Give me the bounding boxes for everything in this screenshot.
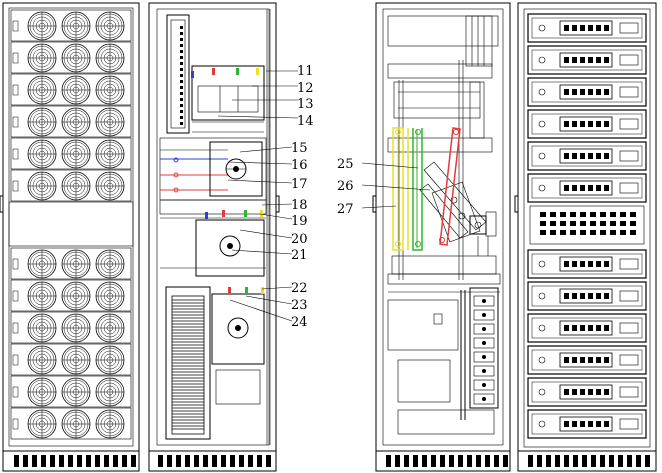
power-module bbox=[527, 45, 647, 75]
monitoring-panel bbox=[529, 205, 645, 245]
rear-plinth-vents bbox=[386, 455, 508, 467]
lower-vent-panel bbox=[165, 286, 211, 440]
callout-leaders-right bbox=[361, 162, 431, 209]
input-switch bbox=[209, 141, 263, 197]
rear-plinth bbox=[375, 450, 511, 472]
callout-27: 27 bbox=[337, 202, 354, 217]
terminal-screws bbox=[473, 295, 495, 405]
bypass-switch bbox=[195, 219, 265, 277]
power-module bbox=[527, 173, 647, 203]
power-module bbox=[527, 313, 647, 343]
internal-switch-cabinet bbox=[148, 2, 280, 472]
power-module bbox=[527, 345, 647, 375]
callout-12: 12 bbox=[297, 81, 314, 96]
lower-vent-hatch bbox=[171, 295, 205, 435]
callout-21: 21 bbox=[291, 248, 308, 263]
switch-plinth bbox=[148, 450, 277, 472]
power-module bbox=[527, 281, 647, 311]
front-plinth-vents bbox=[14, 455, 136, 467]
power-module bbox=[527, 109, 647, 139]
callout-19: 19 bbox=[291, 214, 308, 229]
callout-24: 24 bbox=[291, 315, 308, 330]
power-module bbox=[527, 249, 647, 279]
callout-14: 14 bbox=[297, 114, 314, 129]
callout-labels: 11 12 13 14 15 16 17 18 19 20 21 22 23 2… bbox=[291, 64, 354, 330]
callout-16: 16 bbox=[291, 158, 308, 173]
rear-busbar-cabinet bbox=[372, 2, 511, 472]
power-module bbox=[527, 377, 647, 407]
callout-17: 17 bbox=[291, 177, 308, 192]
fan-grid-bottom bbox=[10, 247, 132, 440]
output-switch bbox=[211, 293, 265, 365]
power-module bbox=[527, 409, 647, 439]
power-module-cabinet bbox=[514, 2, 657, 472]
front-plinth bbox=[2, 450, 140, 472]
module-plinth-vents bbox=[528, 455, 650, 467]
phase-busbars bbox=[392, 127, 461, 251]
callout-leaders-left bbox=[217, 70, 299, 322]
switch-plinth-vents bbox=[158, 455, 271, 467]
phase-markers-panel2 bbox=[173, 68, 264, 294]
power-module bbox=[527, 13, 647, 43]
callout-13: 13 bbox=[297, 97, 314, 112]
fan-grid-top bbox=[10, 9, 132, 202]
callout-25: 25 bbox=[337, 157, 354, 172]
monitoring-grille bbox=[540, 212, 636, 235]
callout-26: 26 bbox=[337, 179, 354, 194]
power-module bbox=[527, 77, 647, 107]
callout-20: 20 bbox=[291, 232, 308, 247]
callout-23: 23 bbox=[291, 298, 308, 313]
power-modules bbox=[527, 13, 647, 439]
top-switch bbox=[191, 65, 265, 121]
front-blank-panel bbox=[8, 201, 134, 247]
power-module bbox=[527, 141, 647, 171]
control-board-terminals bbox=[180, 26, 183, 125]
callout-22: 22 bbox=[291, 281, 308, 296]
module-plinth bbox=[517, 450, 657, 472]
terminal-block bbox=[469, 287, 499, 409]
callout-18: 18 bbox=[291, 198, 308, 213]
callout-11: 11 bbox=[297, 64, 314, 79]
control-board bbox=[166, 14, 190, 134]
callout-15: 15 bbox=[291, 141, 308, 156]
front-cabinet bbox=[0, 2, 140, 472]
